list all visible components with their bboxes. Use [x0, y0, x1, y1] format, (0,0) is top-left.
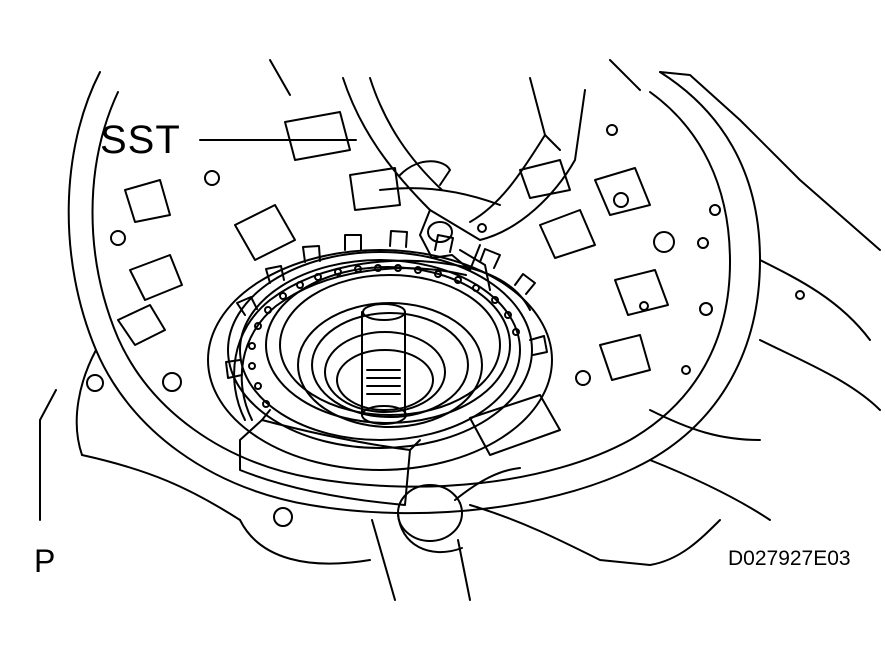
transmission-case [40, 60, 880, 565]
figure-code: D027927E03 [728, 547, 851, 570]
housing-recesses [118, 112, 668, 455]
snap-ring [234, 261, 530, 420]
view-letter: P [34, 543, 56, 579]
sst-tool [343, 78, 585, 290]
hub-and-shaft [298, 303, 482, 427]
case-bolt-holes [87, 125, 804, 526]
sst-label: SST [100, 118, 181, 162]
front-flange [240, 410, 520, 600]
